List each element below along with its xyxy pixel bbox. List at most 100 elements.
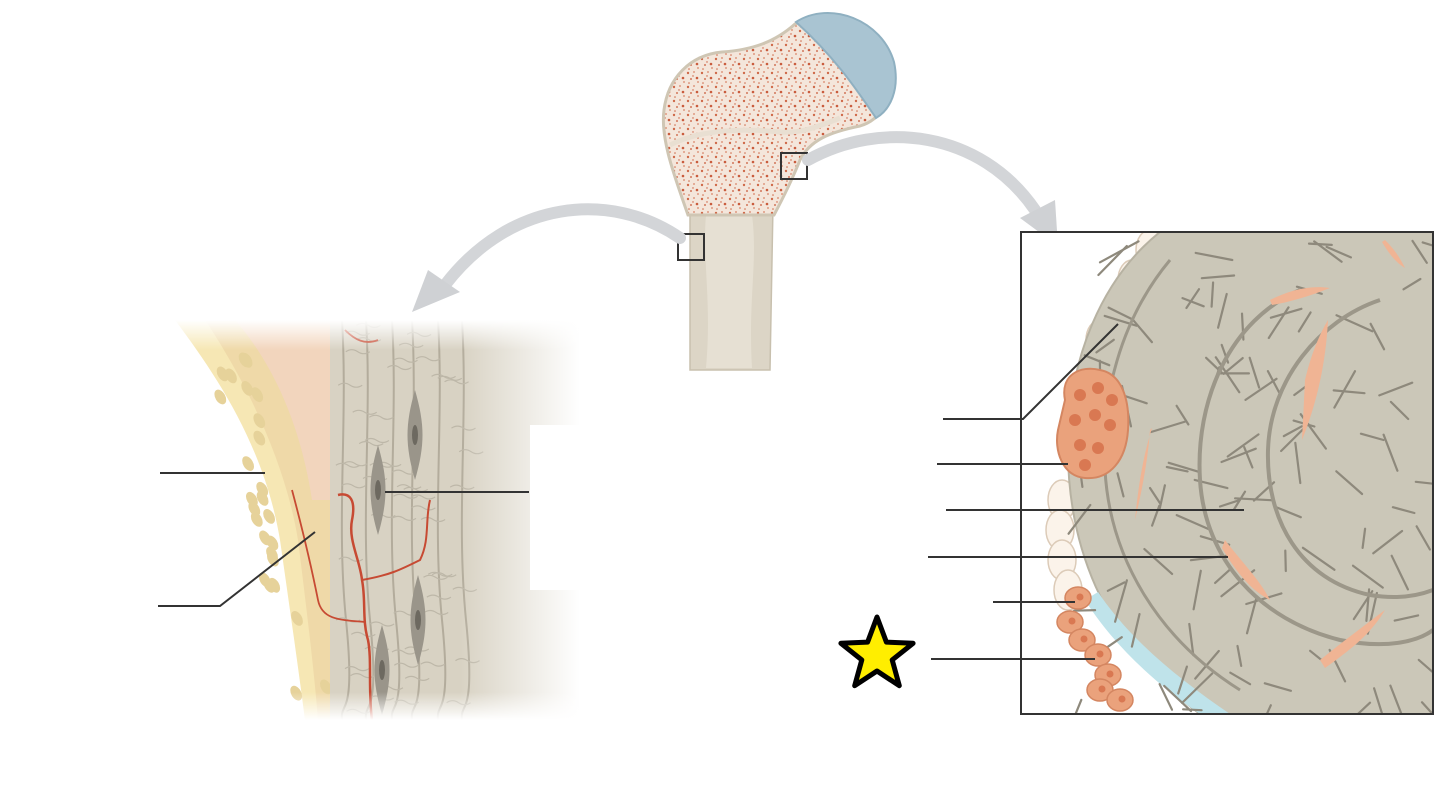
canaliculus bbox=[352, 409, 378, 415]
canaliculus bbox=[1148, 486, 1162, 505]
canaliculus bbox=[410, 494, 436, 500]
canaliculus bbox=[1107, 306, 1134, 321]
canaliculus bbox=[1390, 554, 1410, 591]
periosteum-cell bbox=[214, 389, 227, 405]
right-inset-frame bbox=[1020, 231, 1434, 715]
left-inset-compact-bone bbox=[160, 320, 580, 720]
canaliculus bbox=[1229, 671, 1252, 686]
canaliculus bbox=[1415, 525, 1432, 551]
canaliculus bbox=[1188, 622, 1195, 657]
canaliculus bbox=[1165, 465, 1189, 473]
periosteum-cell bbox=[248, 501, 261, 517]
canaliculus bbox=[1389, 400, 1410, 421]
canaliculus bbox=[1083, 354, 1111, 367]
lamella-ring-1 bbox=[1197, 288, 1433, 647]
canaliculus bbox=[1245, 592, 1283, 606]
canaliculus bbox=[1097, 244, 1128, 277]
canaliculus bbox=[1393, 614, 1420, 622]
canaliculus bbox=[1248, 356, 1261, 389]
arrow-to-left-inset bbox=[439, 203, 686, 291]
canaliculus bbox=[1297, 311, 1312, 333]
periosteum-cell bbox=[250, 512, 263, 527]
osteoblast-nucleus bbox=[1080, 635, 1088, 643]
canaliculus bbox=[1185, 288, 1201, 310]
lamella-ring-2 bbox=[1265, 298, 1433, 600]
leader-line-right-1 bbox=[943, 323, 1119, 420]
canaliculus bbox=[1294, 441, 1302, 485]
canaliculus bbox=[1130, 317, 1154, 344]
canaliculus bbox=[1243, 446, 1254, 469]
canaliculus bbox=[1333, 370, 1357, 409]
canaliculus bbox=[415, 356, 441, 362]
osteoblast-nucleus bbox=[1118, 695, 1126, 703]
canaliculus bbox=[1411, 239, 1428, 264]
canaliculus bbox=[1282, 425, 1303, 438]
canaliculus bbox=[1372, 529, 1404, 555]
canaliculus bbox=[1236, 644, 1243, 668]
osteoclast-nucleus bbox=[1089, 409, 1101, 421]
canaliculus bbox=[364, 437, 390, 444]
canaliculus bbox=[1180, 672, 1214, 705]
star-icon bbox=[838, 614, 916, 689]
leader-line-left-2 bbox=[158, 531, 316, 607]
canaliculus bbox=[1095, 338, 1115, 354]
periosteum-cell bbox=[263, 509, 275, 524]
canaliculus bbox=[1194, 251, 1234, 262]
canaliculus bbox=[1130, 612, 1141, 648]
canaliculus bbox=[393, 662, 419, 668]
canaliculus bbox=[404, 675, 430, 681]
canaliculus bbox=[391, 469, 417, 475]
canaliculus bbox=[420, 661, 446, 667]
canaliculus bbox=[391, 515, 417, 521]
canaliculus bbox=[1098, 240, 1140, 264]
canaliculus bbox=[393, 493, 418, 499]
canaliculus bbox=[1378, 381, 1414, 397]
canaliculus bbox=[423, 609, 449, 616]
periosteum-cell bbox=[251, 387, 264, 403]
zoom-box-spongy bbox=[780, 152, 808, 180]
osteoblast-nucleus bbox=[1098, 685, 1106, 693]
periosteum-cell bbox=[253, 430, 266, 446]
canaliculus bbox=[358, 441, 384, 447]
canaliculus bbox=[1214, 356, 1241, 394]
canaliculus bbox=[1113, 579, 1129, 623]
blood-vessel-3 bbox=[291, 489, 367, 623]
canaliculus bbox=[1181, 708, 1203, 712]
canaliculus bbox=[1420, 701, 1433, 714]
canaliculus bbox=[340, 483, 366, 489]
canaliculus bbox=[1222, 357, 1244, 375]
osteoblasts bbox=[1056, 586, 1134, 712]
canaliculus bbox=[1369, 322, 1386, 351]
canaliculus bbox=[335, 462, 361, 468]
canaliculus bbox=[1265, 704, 1272, 714]
canaliculus bbox=[350, 631, 376, 637]
canaliculus bbox=[420, 516, 446, 523]
periosteum-cell bbox=[225, 368, 237, 384]
periosteum-cell bbox=[253, 413, 266, 429]
canaliculus bbox=[1245, 595, 1258, 635]
periosteum-pink-layer bbox=[235, 320, 330, 500]
canaliculus bbox=[1301, 546, 1336, 571]
canaliculus bbox=[1226, 433, 1260, 458]
osteoclast-nucleus bbox=[1106, 394, 1118, 406]
canaliculus bbox=[1269, 307, 1303, 319]
periosteum-cells bbox=[214, 352, 332, 701]
canaliculus bbox=[1074, 698, 1083, 714]
periosteum-cell bbox=[241, 381, 254, 396]
canaliculus bbox=[1220, 447, 1257, 464]
osteocyte-nucleus bbox=[412, 425, 418, 445]
periosteum-cell bbox=[291, 611, 303, 626]
canaliculus bbox=[1273, 505, 1302, 519]
canaliculus bbox=[1192, 569, 1202, 611]
right-inset-trabecula bbox=[1021, 232, 1433, 714]
periosteum-cell bbox=[320, 679, 332, 695]
femur-illustration bbox=[661, 12, 897, 371]
canaliculi-streaks bbox=[1135, 240, 1405, 668]
osteocyte-nucleus bbox=[375, 480, 381, 500]
arrow-head-left bbox=[412, 270, 460, 312]
canaliculus bbox=[431, 572, 457, 578]
canaliculus bbox=[1149, 420, 1187, 434]
canaliculus bbox=[1382, 433, 1399, 472]
